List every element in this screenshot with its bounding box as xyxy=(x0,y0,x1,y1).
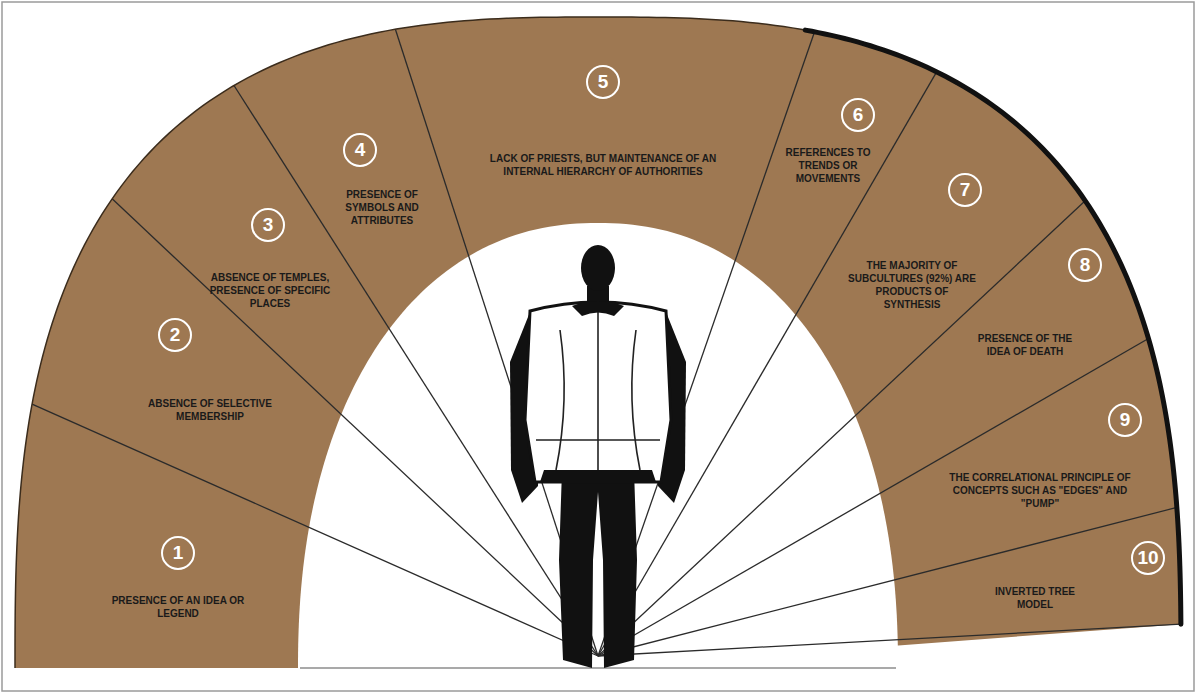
callout-number: 4 xyxy=(343,133,377,167)
wedge-band xyxy=(15,17,1181,668)
inner-arch xyxy=(298,223,898,668)
man-legs xyxy=(559,470,637,668)
callout-number: 9 xyxy=(1108,403,1142,437)
divider-line xyxy=(598,507,1177,656)
segment-text: LACK OF PRIESTS, BUT MAINTENANCE OF AN I… xyxy=(488,152,718,178)
man-head xyxy=(581,245,615,291)
fan-segment: THE MAJORITY OF SUBCULTURES (92%) ARE PR… xyxy=(847,259,977,311)
divider-line xyxy=(598,624,1181,656)
segment-text: PRESENCE OF AN IDEA OR LEGEND xyxy=(93,594,263,620)
man-collar xyxy=(572,301,624,316)
callout-number: 1 xyxy=(161,536,195,570)
segment-text: PRESENCE OF SYMBOLS AND ATTRIBUTES xyxy=(327,188,437,227)
callout-number: 5 xyxy=(586,65,620,99)
callout-number: 2 xyxy=(158,318,192,352)
callout-number: 3 xyxy=(251,208,285,242)
outer-edge xyxy=(15,17,1181,668)
fan-segment: INVERTED TREE MODEL10 xyxy=(990,585,1080,611)
segment-text: REFERENCES TO TRENDS OR MOVEMENTS xyxy=(780,146,876,185)
man-jacket xyxy=(525,302,671,482)
fan-segment: ABSENCE OF TEMPLES, PRESENCE OF SPECIFIC… xyxy=(205,271,335,310)
jacket-seams xyxy=(536,305,660,478)
fan-segment: REFERENCES TO TRENDS OR MOVEMENTS6 xyxy=(780,146,876,185)
fan-segment: PRESENCE OF AN IDEA OR LEGEND1 xyxy=(93,594,263,620)
callout-number: 8 xyxy=(1068,248,1102,282)
callout-number: 6 xyxy=(841,98,875,132)
fan-wedges xyxy=(15,17,1181,668)
fan-segment: ABSENCE OF SELECTIVE MEMBERSHIP2 xyxy=(125,397,295,423)
segment-text: ABSENCE OF SELECTIVE MEMBERSHIP xyxy=(125,397,295,423)
fan-segment: LACK OF PRIESTS, BUT MAINTENANCE OF AN I… xyxy=(488,152,718,178)
ground-line xyxy=(300,667,896,668)
man-belt xyxy=(540,470,656,482)
segment-text: THE MAJORITY OF SUBCULTURES (92%) ARE PR… xyxy=(847,259,977,311)
outer-edge-heavy xyxy=(805,30,1181,624)
fan-segment: PRESENCE OF THE IDEA OF DEATH8 xyxy=(975,332,1075,358)
fan-segment: THE CORRELATIONAL PRINCIPLE OF CONCEPTS … xyxy=(945,471,1135,510)
fan-segment: PRESENCE OF SYMBOLS AND ATTRIBUTES4 xyxy=(327,188,437,227)
segment-text: THE CORRELATIONAL PRINCIPLE OF CONCEPTS … xyxy=(945,471,1135,510)
segment-text: PRESENCE OF THE IDEA OF DEATH xyxy=(975,332,1075,358)
callout-number: 7 xyxy=(948,173,982,207)
segment-text: INVERTED TREE MODEL xyxy=(990,585,1080,611)
callout-number: 10 xyxy=(1131,541,1165,575)
segment-text: ABSENCE OF TEMPLES, PRESENCE OF SPECIFIC… xyxy=(205,271,335,310)
